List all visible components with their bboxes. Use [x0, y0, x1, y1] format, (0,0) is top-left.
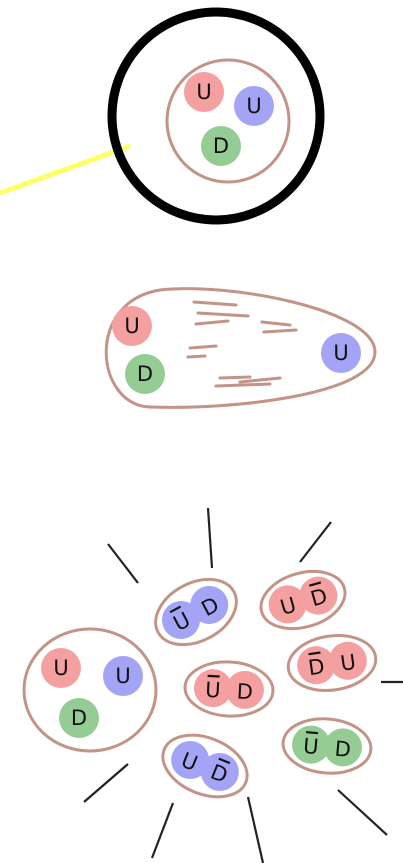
quark-label: U	[333, 341, 348, 365]
quark-up: U	[321, 333, 361, 373]
quark-up: U	[184, 72, 224, 112]
quark-label: D	[137, 362, 153, 386]
quark-label: U	[115, 664, 130, 688]
meson-2: U D	[254, 562, 352, 638]
panel-hadronization: U U D U D U D	[24, 508, 403, 863]
quark-label: D	[213, 134, 229, 158]
quark-down: D	[59, 698, 99, 738]
quark-up: U	[234, 86, 274, 126]
quark-label: U	[124, 314, 139, 338]
quark-label: D	[236, 679, 253, 704]
quark-up: U	[112, 306, 152, 346]
quark-label: U	[53, 656, 68, 680]
panel-stretched-proton: U D U	[106, 289, 375, 408]
antiquark-label: U	[302, 734, 319, 759]
meson-5: U D	[281, 715, 373, 776]
panel-magnified-proton: U U D	[0, 12, 320, 220]
quark-up: U	[41, 648, 81, 688]
quark-label: D	[334, 737, 352, 762]
quark-label: U	[196, 80, 211, 104]
antiquark-label: D	[307, 654, 326, 680]
meson-4: D U	[285, 630, 380, 696]
meson-1: U D	[144, 566, 247, 658]
quark-down: D	[201, 126, 241, 166]
quark-down: D	[125, 354, 165, 394]
quark-label: D	[71, 706, 87, 730]
magnifier-pointer	[0, 146, 130, 193]
proton-remnant: U U D	[24, 629, 156, 751]
meson-3: U D	[184, 660, 275, 719]
meson-6: U D	[154, 724, 257, 809]
antiquark-label: U	[205, 678, 222, 703]
quark-up: U	[103, 656, 143, 696]
quark-label: U	[246, 94, 261, 118]
